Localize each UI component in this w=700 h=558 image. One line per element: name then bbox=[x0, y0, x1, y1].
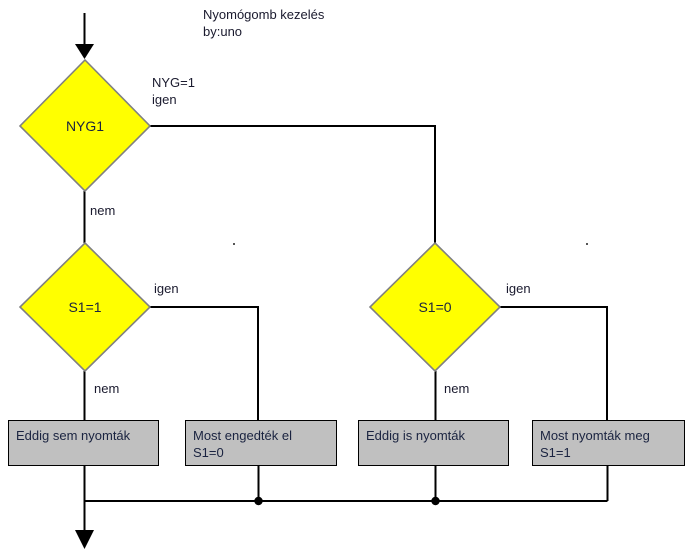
diagram-title-line2: by:uno bbox=[203, 24, 243, 39]
decision-label-s1eq1: S1=1 bbox=[68, 299, 102, 315]
edge-s1eq0-yes bbox=[500, 306, 608, 420]
arrowhead-exit bbox=[75, 530, 94, 549]
junction-dot-box3 bbox=[431, 496, 440, 506]
edge-s1eq1-yes bbox=[150, 306, 259, 420]
diagram-title: Nyomógomb kezelés by:uno bbox=[203, 6, 324, 40]
process-box-eddig-sem-nyomtak: Eddig sem nyomták bbox=[8, 420, 159, 466]
edge-label-nyg1-yes-line2: igen bbox=[152, 92, 177, 107]
process-box-eddig-is-nyomtak: Eddig is nyomták bbox=[358, 420, 509, 466]
decision-label-nyg1: NYG1 bbox=[65, 118, 105, 134]
decision-shape-nyg1 bbox=[18, 58, 152, 193]
process-box-text: Most nyomták meg S1=1 bbox=[540, 428, 650, 460]
edge-label-nyg1-no: nem bbox=[90, 203, 116, 218]
decision-label-s1eq0: S1=0 bbox=[418, 299, 452, 315]
process-box-most-nyomtak-meg: Most nyomták meg S1=1 bbox=[532, 420, 685, 466]
process-box-most-engedtek-el: Most engedték el S1=0 bbox=[185, 420, 337, 466]
process-box-text: Eddig is nyomták bbox=[366, 428, 465, 443]
decision-shape-s1eq0 bbox=[368, 241, 502, 373]
artifact-dot-right bbox=[586, 243, 588, 245]
edge-label-nyg1-yes-line1: NYG=1 bbox=[152, 75, 195, 90]
process-box-text: Eddig sem nyomták bbox=[16, 428, 131, 443]
decision-shape-s1eq1 bbox=[18, 241, 152, 373]
arrowhead-entry bbox=[75, 44, 94, 59]
junction-dot-box2 bbox=[254, 496, 263, 506]
edge-label-s1eq1-no: nem bbox=[94, 381, 120, 396]
edge-label-s1eq0-yes: igen bbox=[506, 281, 531, 296]
process-box-text: Most engedték el S1=0 bbox=[193, 428, 293, 460]
edge-label-s1eq1-yes: igen bbox=[154, 281, 179, 296]
edge-nyg1-yes bbox=[150, 125, 436, 243]
edge-label-s1eq0-no: nem bbox=[444, 381, 470, 396]
diagram-title-line1: Nyomógomb kezelés bbox=[203, 7, 325, 22]
artifact-dot-left bbox=[233, 243, 235, 245]
